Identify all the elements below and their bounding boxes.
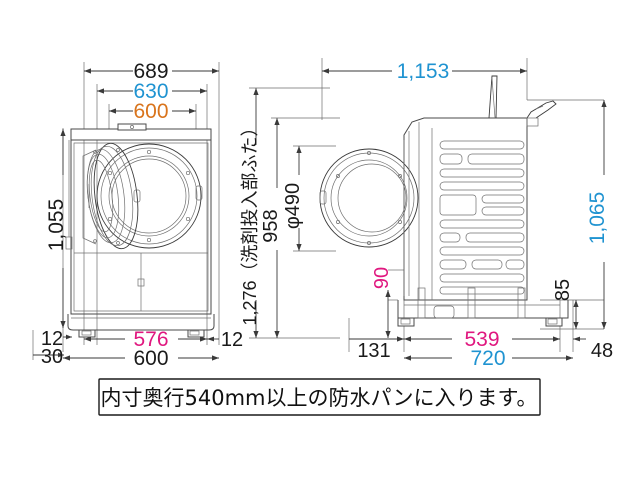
dimension-600-bottom-label: 600 bbox=[133, 347, 168, 370]
front-view: 689 630 600 1,055 bbox=[32, 60, 243, 370]
dimension-630-label: 630 bbox=[133, 80, 168, 103]
dimension-90-label: 90 bbox=[371, 267, 393, 289]
dimension-phi490: φ490 bbox=[282, 145, 336, 252]
dimension-90: 90 bbox=[371, 267, 393, 338]
caption-text: 内寸奥行540mm以上の防水パンに入ります。 bbox=[101, 386, 538, 410]
dimension-131: 131 bbox=[349, 336, 404, 362]
dimension-689: 689 bbox=[84, 60, 219, 83]
dimension-85: 85 bbox=[552, 279, 579, 329]
dimension-958: 958 bbox=[260, 117, 340, 338]
dimension-539: 539 bbox=[404, 328, 560, 351]
dimension-1055: 1,055 bbox=[45, 129, 68, 328]
dimension-576-label: 576 bbox=[133, 328, 168, 351]
dimension-689-label: 689 bbox=[133, 60, 168, 83]
dimension-12-left: 12 bbox=[41, 328, 72, 350]
side-view: 1,153 1,065 85 90 131 bbox=[319, 58, 613, 370]
dimension-600-top: 600 bbox=[109, 100, 196, 123]
side-door bbox=[319, 148, 419, 248]
dimension-48-label: 48 bbox=[591, 340, 613, 362]
dimension-1065-label: 1,065 bbox=[586, 192, 609, 245]
open-door bbox=[82, 142, 141, 250]
caption: 内寸奥行540mm以上の防水パンに入ります。 bbox=[98, 378, 541, 416]
rear-panel-ribs bbox=[431, 128, 525, 300]
dimension-630: 630 bbox=[97, 80, 207, 103]
dimension-958-label: 958 bbox=[260, 209, 282, 242]
dimension-576: 576 bbox=[84, 328, 207, 351]
dimension-1276: 1,276（洗剤投入部ふた） bbox=[240, 87, 340, 339]
dimension-phi490-label: φ490 bbox=[282, 183, 304, 229]
dimension-1153-label: 1,153 bbox=[397, 60, 450, 83]
dimension-85-label: 85 bbox=[552, 279, 574, 301]
dimension-600-top-label: 600 bbox=[133, 100, 168, 123]
dimension-131-label: 131 bbox=[357, 340, 390, 362]
dimension-1276-label: 1,276（洗剤投入部ふた） bbox=[240, 118, 260, 325]
dimension-539-label: 539 bbox=[464, 328, 499, 351]
dimension-720-label: 720 bbox=[470, 347, 505, 370]
dimension-12-right-label: 12 bbox=[221, 329, 243, 351]
middle-column-dimensions: 1,276（洗剤投入部ふた） 958 φ490 bbox=[240, 87, 340, 339]
dimension-12-right: 12 bbox=[207, 329, 243, 351]
dimension-600-bottom: 600 bbox=[63, 347, 219, 370]
dimension-1153: 1,153 bbox=[322, 60, 527, 83]
dimension-1055-label: 1,055 bbox=[45, 199, 68, 252]
dimension-1065: 1,065 bbox=[586, 100, 609, 329]
dimension-720: 720 bbox=[404, 347, 573, 370]
dimension-48: 48 bbox=[573, 336, 613, 362]
dimension-12-left-label: 12 bbox=[41, 328, 63, 350]
dimension-30-label: 30 bbox=[41, 346, 63, 368]
dimension-30: 30 bbox=[33, 346, 64, 368]
